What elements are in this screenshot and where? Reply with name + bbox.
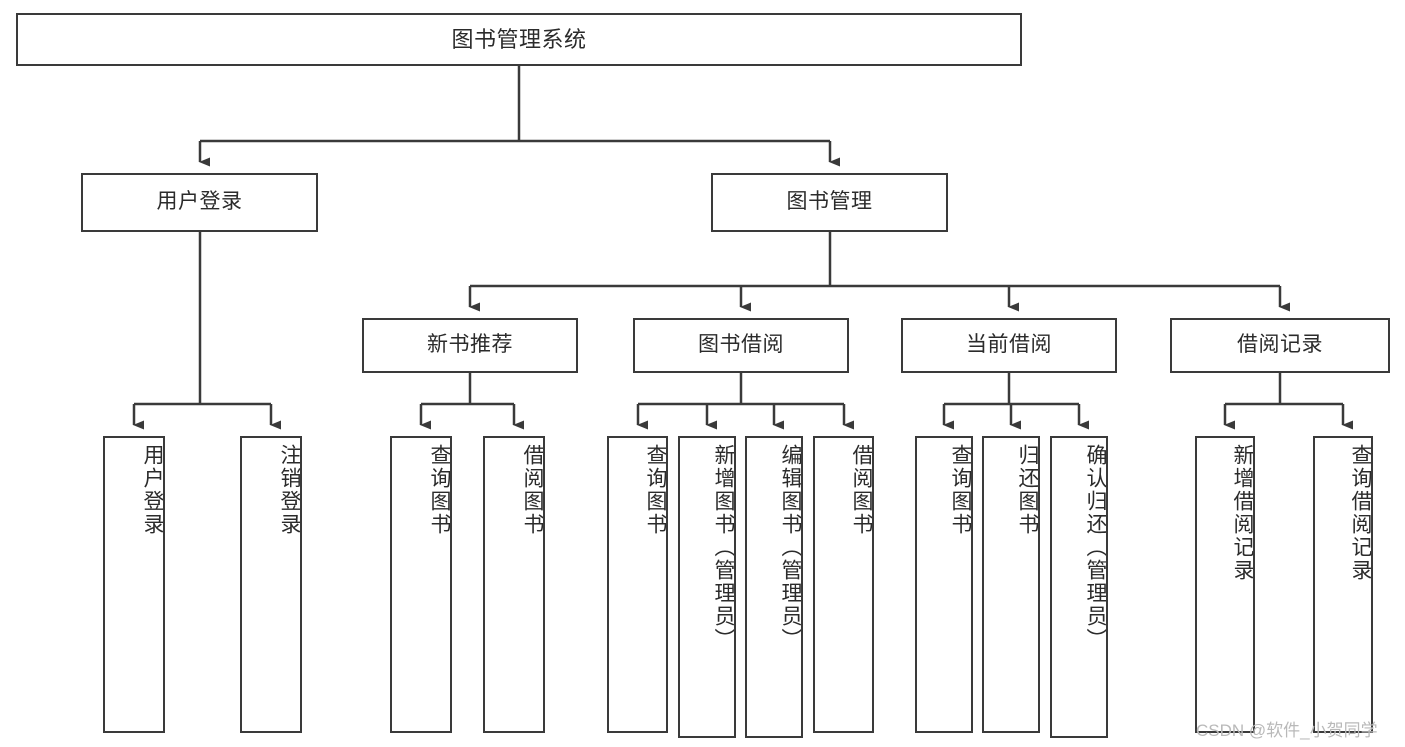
node-leaf5[interactable]: 查询图书	[607, 436, 668, 733]
node-label: 确认归还（管理员）	[1084, 444, 1107, 651]
node-label: 查询图书	[644, 444, 667, 536]
node-label: 查询图书	[428, 444, 451, 536]
node-borrow[interactable]: 图书借阅	[633, 318, 849, 373]
node-label: 借阅图书	[521, 444, 544, 536]
node-label: 新增借阅记录	[1231, 444, 1254, 582]
node-login[interactable]: 用户登录	[81, 173, 318, 232]
node-label: 查询借阅记录	[1349, 444, 1372, 582]
node-label: 用户登录	[156, 190, 243, 214]
node-leaf1[interactable]: 用户登录	[103, 436, 165, 733]
node-newbooks[interactable]: 新书推荐	[362, 318, 578, 373]
csdn-watermark: CSDN @软件_小贺同学	[1196, 721, 1378, 740]
node-label: 借阅记录	[1237, 333, 1323, 357]
node-label: 图书管理系统	[451, 26, 587, 52]
node-label: 图书管理	[786, 190, 873, 214]
node-leaf6[interactable]: 新增图书（管理员）	[678, 436, 736, 738]
node-label: 查询图书	[949, 444, 972, 536]
node-leaf11[interactable]: 确认归还（管理员）	[1050, 436, 1108, 738]
node-label: 归还图书	[1016, 444, 1039, 536]
node-label: 新增图书（管理员）	[712, 444, 735, 651]
node-current[interactable]: 当前借阅	[901, 318, 1117, 373]
node-leaf2[interactable]: 注销登录	[240, 436, 302, 733]
node-records[interactable]: 借阅记录	[1170, 318, 1390, 373]
node-leaf10[interactable]: 归还图书	[982, 436, 1040, 733]
node-bookmgmt[interactable]: 图书管理	[711, 173, 948, 232]
node-label: 新书推荐	[427, 333, 513, 357]
node-leaf12[interactable]: 新增借阅记录	[1195, 436, 1255, 733]
node-label: 当前借阅	[966, 333, 1052, 357]
node-label: 借阅图书	[850, 444, 873, 536]
node-leaf3[interactable]: 查询图书	[390, 436, 452, 733]
node-root[interactable]: 图书管理系统	[16, 13, 1022, 66]
node-leaf13[interactable]: 查询借阅记录	[1313, 436, 1373, 733]
node-leaf7[interactable]: 编辑图书（管理员）	[745, 436, 803, 738]
node-leaf9[interactable]: 查询图书	[915, 436, 973, 733]
node-label: 图书借阅	[698, 333, 784, 357]
node-label: 编辑图书（管理员）	[779, 444, 802, 651]
node-leaf4[interactable]: 借阅图书	[483, 436, 545, 733]
node-leaf8[interactable]: 借阅图书	[813, 436, 874, 733]
node-label: 注销登录	[278, 444, 301, 536]
node-label: 用户登录	[141, 444, 164, 536]
